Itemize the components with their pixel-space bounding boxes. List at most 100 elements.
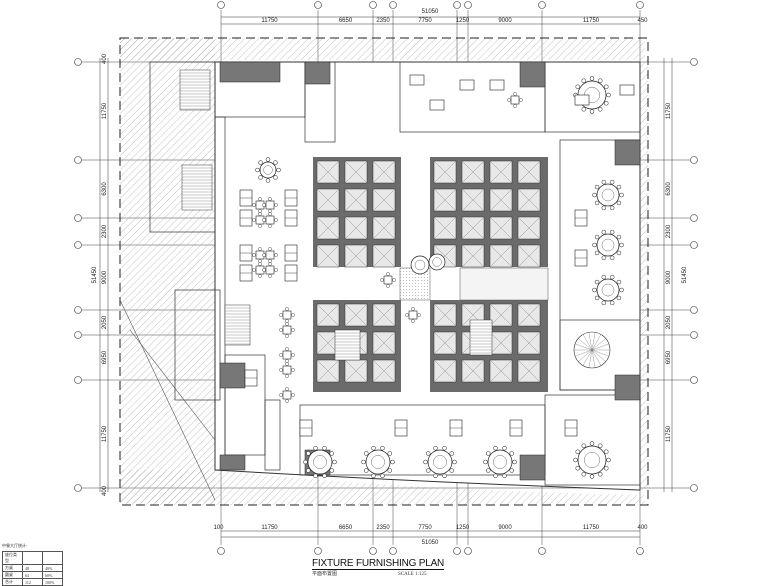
dimension-label: 11750 (583, 18, 600, 24)
axis-bubble (314, 547, 322, 555)
round-table (596, 233, 620, 257)
square-table (265, 215, 275, 225)
stats-table: 座位类型 方桌 48 40% 圆桌 64 60% 合计 112 100% (2, 551, 63, 586)
shaft-cross (344, 303, 368, 327)
chair (268, 247, 272, 251)
axis-bubble (314, 1, 322, 9)
stair-tread (578, 349, 593, 362)
shaft-cross (517, 216, 541, 240)
square-table (383, 275, 393, 285)
chair (486, 468, 491, 473)
table-cell: 100% (42, 578, 63, 586)
table-row: 合计 112 100% (2, 578, 63, 586)
axis-bubble (74, 241, 82, 249)
dimension-label: 450 (637, 18, 648, 24)
chair (405, 313, 409, 317)
round-table (428, 253, 446, 271)
chair (592, 287, 597, 293)
dimension-label: 11750 (102, 102, 108, 119)
restroom-block (459, 267, 549, 301)
table-cell: 60% (42, 571, 63, 579)
dimension-label: 2050 (102, 315, 108, 329)
dimension-label: 2350 (376, 525, 390, 531)
dimension-label: 7750 (418, 18, 432, 24)
chair (361, 459, 366, 465)
shaft-cross (517, 188, 541, 212)
lazy-susan (493, 455, 507, 469)
dim-top-total: 51050 (422, 9, 439, 15)
shaft-cross (344, 359, 368, 383)
chair (285, 307, 289, 311)
furniture-layout (239, 74, 635, 479)
chair (268, 274, 272, 278)
axis-bubble (453, 1, 461, 9)
lazy-susan (601, 238, 615, 252)
chair (616, 295, 622, 301)
shaft-cross (461, 359, 485, 383)
axis-bubble (690, 331, 698, 339)
chair (380, 473, 385, 479)
square-table (265, 250, 275, 260)
dimension-label: 2300 (102, 224, 108, 238)
room-partitions (149, 61, 641, 486)
chair (258, 262, 262, 266)
stair-tread (591, 349, 602, 366)
dimension-label: 11750 (261, 525, 278, 531)
axis-bubble (217, 547, 225, 555)
round-table (365, 449, 391, 475)
dim-right-total: 51450 (682, 266, 688, 283)
chair (313, 473, 318, 479)
chair (598, 443, 603, 448)
axis-bubble (74, 306, 82, 314)
axis-bubble (389, 547, 397, 555)
chair (509, 468, 514, 473)
chair (274, 203, 278, 207)
chair (262, 218, 266, 222)
chair (604, 466, 609, 471)
chair (411, 319, 415, 323)
chair (279, 328, 283, 332)
chair (486, 451, 491, 456)
chair (609, 229, 615, 235)
dimension-label: 9000 (102, 270, 108, 284)
chair (493, 445, 498, 451)
shaft-cross (372, 160, 396, 184)
dimension-label: 7750 (418, 525, 432, 531)
chair (285, 319, 289, 323)
chair (279, 393, 283, 397)
chair (265, 157, 271, 162)
plan-subtitle: 平面布置图 (312, 572, 338, 577)
lazy-susan (433, 455, 447, 469)
chair (371, 473, 376, 479)
room-partition (149, 61, 216, 233)
stair-tread (591, 349, 596, 368)
shaft-cross (372, 216, 396, 240)
sofa-set (489, 79, 505, 91)
chair (493, 473, 498, 479)
chair (387, 451, 392, 456)
chair (291, 328, 295, 332)
chair (442, 473, 447, 479)
stair-tread (582, 334, 593, 351)
chair (502, 473, 507, 479)
chair (604, 101, 609, 106)
chair (519, 98, 523, 102)
chair (502, 445, 507, 451)
chair (589, 76, 595, 81)
axis-bubble (690, 241, 698, 249)
stair-tread (588, 332, 593, 351)
chair (594, 200, 600, 206)
chair (252, 218, 256, 222)
chair (619, 192, 624, 198)
chair (268, 212, 272, 216)
lazy-susan (432, 257, 442, 267)
seating-statistics: 中餐大厅统计: 座位类型 方桌 48 40% 圆桌 64 60% 合计 112 … (2, 543, 63, 586)
chair (619, 287, 624, 293)
chair (573, 457, 578, 463)
chair (609, 179, 615, 185)
shaft-cross (517, 244, 541, 268)
chair (592, 242, 597, 248)
table-cell: 48 (22, 564, 43, 572)
dimension-label: 400 (102, 485, 108, 496)
chair (279, 353, 283, 357)
